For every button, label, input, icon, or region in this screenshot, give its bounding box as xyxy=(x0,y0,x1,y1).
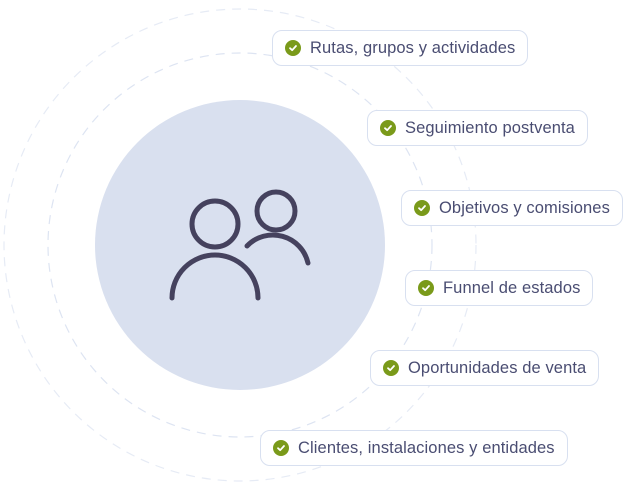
check-circle-icon xyxy=(418,280,434,296)
feature-pill-clientes: Clientes, instalaciones y entidades xyxy=(260,430,568,466)
feature-label: Seguimiento postventa xyxy=(405,118,575,137)
feature-label: Funnel de estados xyxy=(443,278,581,297)
feature-label: Rutas, grupos y actividades xyxy=(310,38,516,57)
feature-pill-seguimiento: Seguimiento postventa xyxy=(367,110,588,146)
feature-pill-objetivos: Objetivos y comisiones xyxy=(401,190,623,226)
check-circle-icon xyxy=(414,200,430,216)
users-icon xyxy=(169,189,311,301)
center-hub-circle xyxy=(95,100,385,390)
feature-pill-funnel: Funnel de estados xyxy=(405,270,594,306)
feature-pill-oportunidades: Oportunidades de venta xyxy=(370,350,600,386)
feature-label: Oportunidades de venta xyxy=(408,358,587,377)
check-circle-icon xyxy=(285,40,301,56)
feature-label: Objetivos y comisiones xyxy=(439,198,610,217)
feature-pill-rutas: Rutas, grupos y actividades xyxy=(272,30,529,66)
check-circle-icon xyxy=(380,120,396,136)
feature-label: Clientes, instalaciones y entidades xyxy=(298,438,555,457)
check-circle-icon xyxy=(273,440,289,456)
check-circle-icon xyxy=(383,360,399,376)
